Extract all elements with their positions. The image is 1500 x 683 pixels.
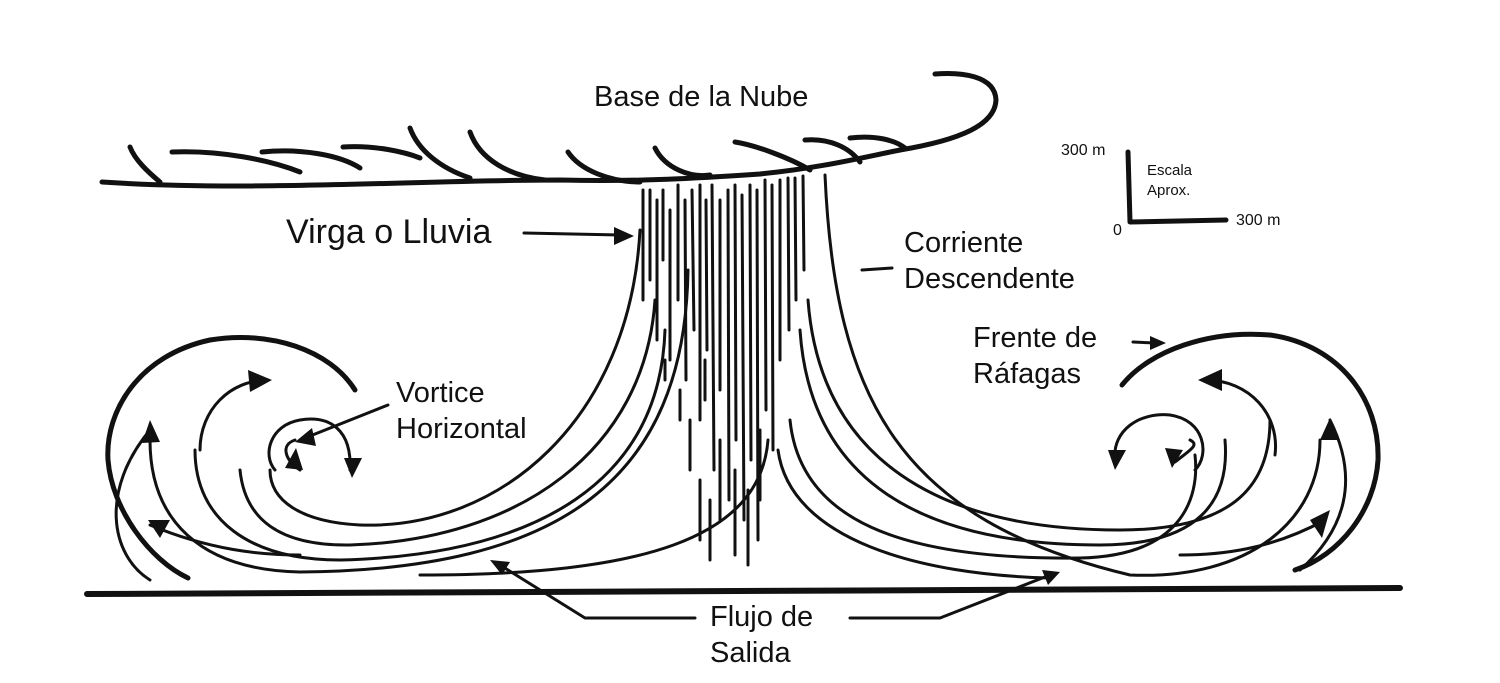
gust-front-pointer-arrowhead: [1150, 336, 1166, 350]
gust-front-label-line1: Frente de: [973, 322, 1098, 354]
scale-horizontal-label: 300 m: [1236, 212, 1281, 229]
vortex-label-line1: Vortice: [396, 377, 485, 409]
flow-arrowheads: [142, 369, 1340, 538]
scale-title-line2: Aprox.: [1147, 182, 1191, 199]
gust-front-label-line2: Ráfagas: [973, 358, 1082, 390]
downdraft-leader-line: [860, 266, 894, 272]
scale-vertical-label: 300 m: [1061, 142, 1106, 159]
vortex-pointer-arrow: [303, 403, 390, 440]
label-leader-lines: [295, 227, 1166, 620]
outflow-pointer-left-arrowhead: [490, 560, 510, 575]
left-vortex: [105, 335, 358, 582]
scale-origin-label: 0: [1113, 222, 1122, 239]
virga-rain-streaks: [641, 174, 806, 567]
cloud-base-outline: [99, 71, 999, 189]
scale-title-line1: Escala: [1147, 162, 1193, 179]
outflow-label-line1: Flujo de: [710, 601, 814, 633]
scale-bar: [1125, 149, 1229, 225]
outflow-label-line2: Salida: [710, 637, 791, 669]
outflow-pointer-right-arrowhead: [1042, 570, 1060, 585]
outflow-pointer-left: [498, 563, 697, 620]
ground-line: [84, 585, 1403, 597]
virga-label: Virga o Lluvia: [286, 213, 492, 251]
right-vortex: [1113, 331, 1381, 573]
scale-bar-axes: [1125, 149, 1229, 225]
outflow-pointer-right: [848, 573, 1052, 620]
vortex-pointer-arrowhead: [295, 428, 316, 446]
virga-pointer-arrow: [522, 231, 622, 237]
virga-pointer-arrowhead: [614, 227, 634, 245]
downdraft-streamlines: [148, 173, 1322, 580]
downdraft-label-line2: Descendente: [904, 263, 1075, 295]
downdraft-label-line1: Corriente: [904, 227, 1024, 259]
vortex-label-line2: Horizontal: [396, 413, 527, 445]
cloud-base-label: Base de la Nube: [594, 81, 809, 113]
